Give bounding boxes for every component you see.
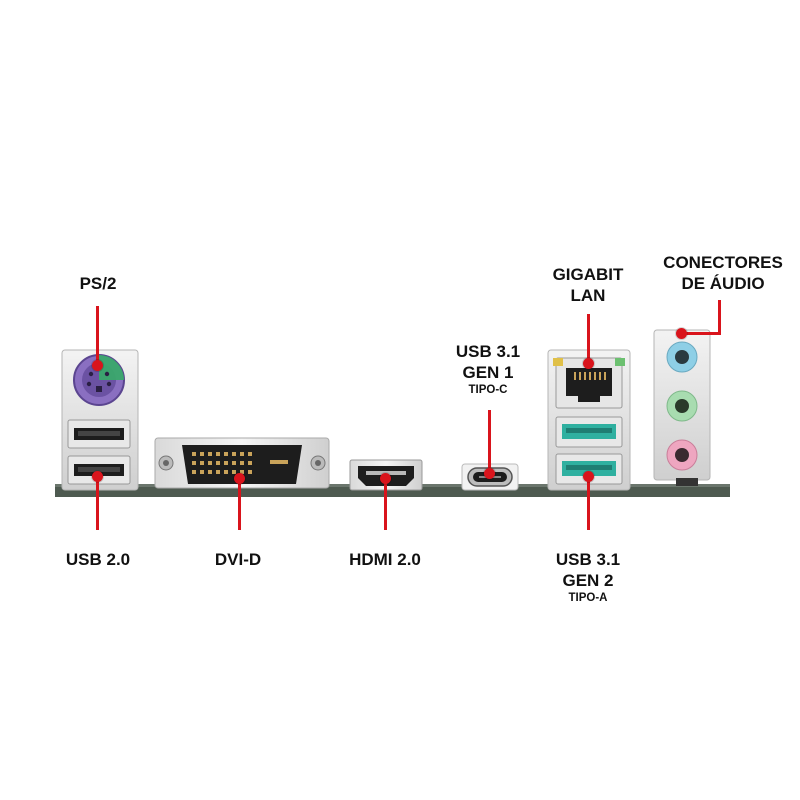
label-hdmi: HDMI 2.0 <box>349 550 421 569</box>
label-audio-line1: CONECTORES <box>663 253 783 272</box>
label-usb31-gen2-type: TIPO-A <box>568 592 608 604</box>
callout-dot-usb20 <box>92 471 103 482</box>
label-usb31-gen2: USB 3.1 GEN 2 TIPO-A <box>538 549 638 605</box>
label-usb31-gen1-type: TIPO-C <box>468 384 508 396</box>
ps2-usb-stack <box>61 349 139 491</box>
label-usb20: USB 2.0 <box>65 550 131 569</box>
motherboard-pcb <box>55 486 730 497</box>
callout-dot-audio <box>676 328 687 339</box>
label-gigabit-lan: GIGABIT LAN <box>540 264 636 306</box>
label-audio: CONECTORES DE ÁUDIO <box>660 252 786 294</box>
label-ps2: PS/2 <box>79 274 117 293</box>
label-usb31-gen2-line2: GEN 2 <box>562 571 614 590</box>
lan-usb3-stack <box>547 349 631 491</box>
label-dvid: DVI-D <box>214 550 262 569</box>
label-gigabit-line1: GIGABIT <box>552 265 624 284</box>
dvi-port <box>154 437 330 489</box>
audio-stack <box>653 329 711 486</box>
label-gigabit-line2: LAN <box>570 286 606 305</box>
label-usb31-gen2-line1: USB 3.1 <box>555 550 621 569</box>
callout-dot-usb-c <box>484 468 495 479</box>
callout-line-lan <box>587 314 590 366</box>
callout-dot-hdmi <box>380 473 391 484</box>
callout-dot-dvid <box>234 473 245 484</box>
label-usb31-gen1-line2: GEN 1 <box>462 363 514 382</box>
label-audio-line2: DE ÁUDIO <box>681 274 765 293</box>
callout-line-audio <box>718 300 721 335</box>
callout-line-ps2 <box>96 306 99 368</box>
callout-hline-audio <box>680 332 721 335</box>
label-usb31-gen1-line1: USB 3.1 <box>455 342 521 361</box>
callout-line-dvid <box>238 480 241 530</box>
label-usb31-gen1: USB 3.1 GEN 1 TIPO-C <box>438 341 538 397</box>
callout-dot-lan <box>583 358 594 369</box>
callout-line-usb20 <box>96 478 99 530</box>
callout-line-hdmi <box>384 480 387 530</box>
callout-dot-usb31-gen2 <box>583 471 594 482</box>
callout-line-usb-c <box>488 410 491 470</box>
callout-line-usb31-gen2 <box>587 478 590 530</box>
callout-dot-ps2 <box>92 360 103 371</box>
